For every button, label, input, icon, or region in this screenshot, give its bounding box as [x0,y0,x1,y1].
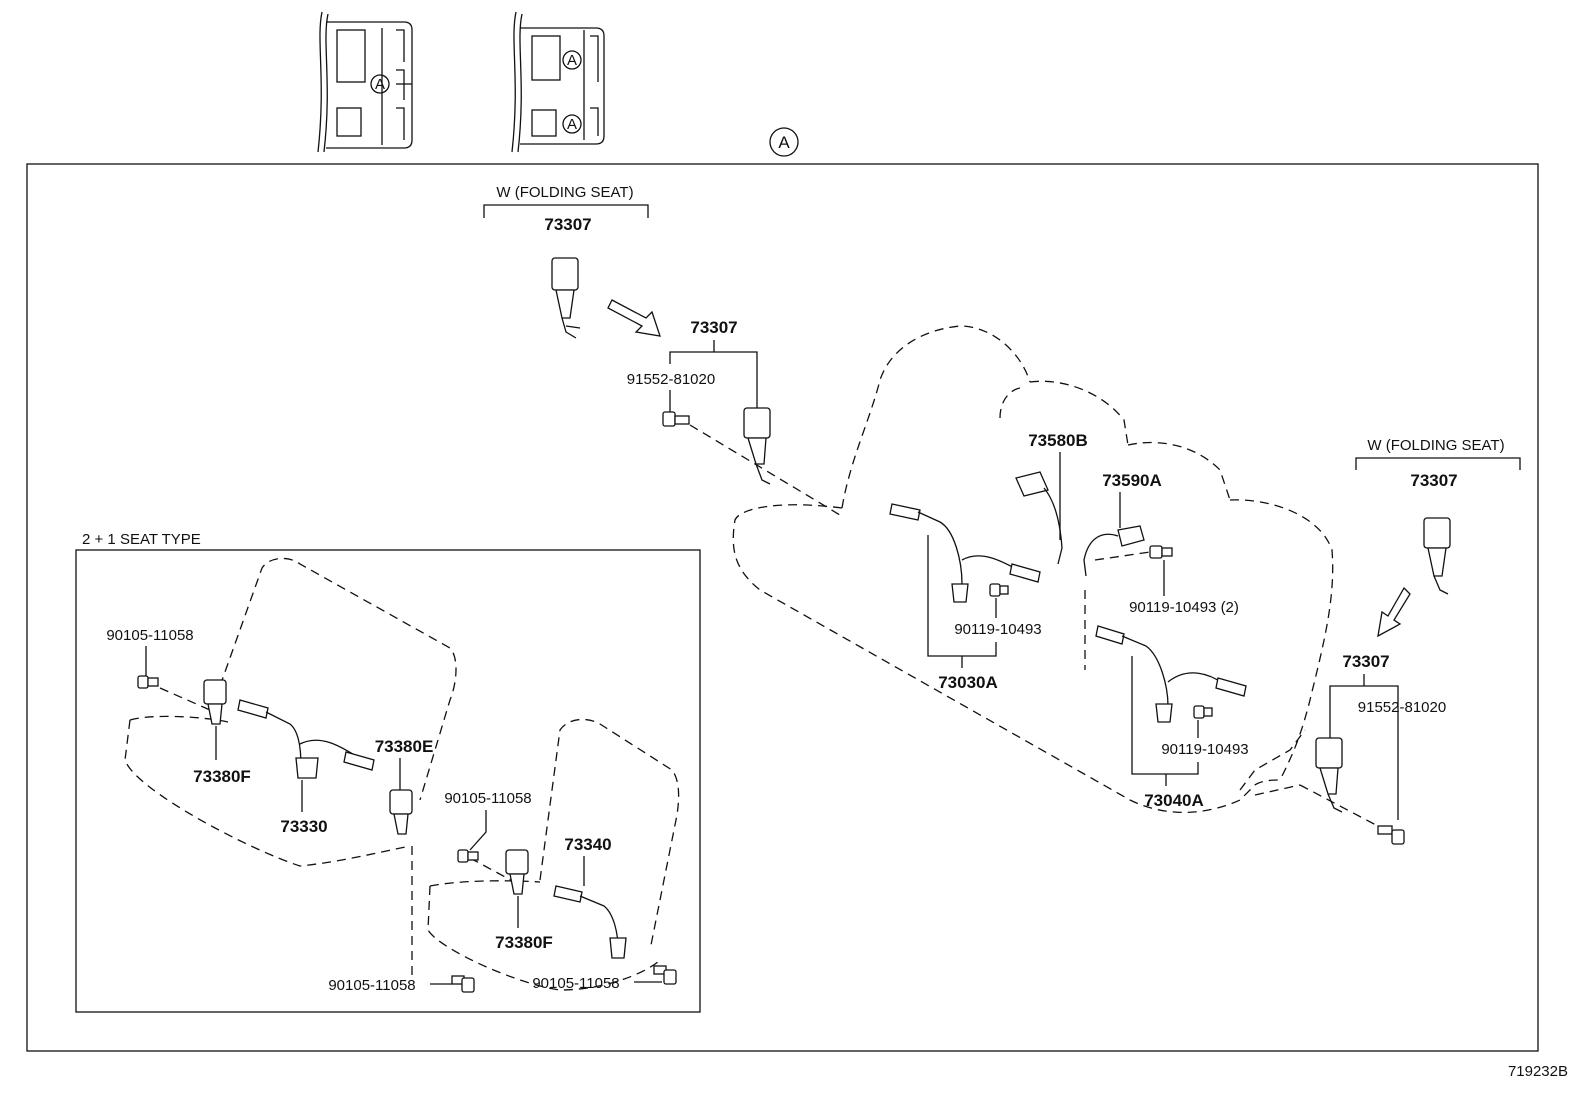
callout-73307-a: 73307 [544,215,591,234]
inset-buckle-73380e [389,789,413,835]
buckle-73307-b [743,407,771,485]
inset-seat-outline-right [427,718,680,991]
inset-leader-90105-b [469,810,487,851]
view-marker-circle [769,127,799,157]
inset-frame [75,549,701,1013]
bolt-90119-10493-2 [1149,545,1173,559]
direction-arrow-left [607,299,661,337]
inset-retractor-73330 [237,699,375,779]
inset-leader-bolt-1 [159,687,211,711]
inset-seat-outline-left [124,557,457,867]
callout-91552-81020-a: 91552-81020 [627,371,715,388]
callout-73307-c: 73307 [1410,471,1457,490]
inset-buckle-73380f-b [505,849,529,895]
buckle-73307-d [1315,737,1343,813]
callout-folding-seat-left: W (FOLDING SEAT) [496,184,633,201]
bolt-91552-81020-a [662,411,690,427]
seat-cushion-outline [732,504,1281,814]
inset-belt-73340 [553,885,627,959]
bracket-73030a [927,535,997,668]
inset-bolt-90105-a [137,675,159,689]
belt-73590a [1083,525,1145,577]
inset-callout-90105-d: 90105-11058 [532,975,619,992]
callout-73590a: 73590A [1102,471,1162,490]
buckle-73307-a [551,257,581,339]
leader-bolt-mid [1094,551,1151,561]
buckle-73580b [1015,471,1063,565]
callout-73307-d: 73307 [1342,652,1389,671]
callout-90119-10493-a: 90119-10493 [954,621,1041,638]
inset-bolt-90105-c [451,975,475,993]
callout-90119-10493-2: 90119-10493 (2) [1129,599,1239,616]
bolt-90119-10493-a [989,583,1009,597]
view-marker: A [778,133,790,152]
inset-cushion-top [129,715,229,723]
bolt-91552-81020-b [1377,825,1405,845]
inset-callout-73380f-a: 73380F [193,767,251,786]
inset-callout-90105-b: 90105-11058 [444,790,531,807]
inset-callout-73340: 73340 [564,835,611,854]
bracket-folding-seat-left [483,204,649,218]
thumb-marker-a-2: A [567,116,577,133]
bracket-73040a [1131,656,1199,786]
callout-73580b: 73580B [1028,431,1088,450]
callout-folding-seat-right: W (FOLDING SEAT) [1367,437,1504,454]
bracket-73307-d [1329,674,1399,820]
inset-callout-73330: 73330 [280,817,327,836]
bolt-90119-10493-b [1193,705,1213,719]
callout-73040a: 73040A [1144,791,1204,810]
inset-callout-90105-a: 90105-11058 [106,627,193,644]
diagram-id: 719232B [1508,1063,1568,1080]
bracket-folding-seat-right [1355,457,1521,470]
inset-buckle-73380f-a [203,679,227,725]
retractor-73030a [889,503,1041,603]
inset-title: 2 + 1 SEAT TYPE [82,531,201,548]
thumb-marker-a-1: A [567,52,577,69]
buckle-73307-c [1423,517,1451,595]
inset-callout-73380e: 73380E [375,737,434,756]
callout-91552-81020-b: 91552-81020 [1358,699,1446,716]
bracket-73307-b [669,340,758,410]
seat-outline-middle [999,387,1231,501]
bracket-outline [1239,729,1306,796]
locator-thumbnail-right: A A [511,11,605,153]
callout-73307-b: 73307 [690,318,737,337]
main-frame [26,163,1539,1052]
inset-bolt-90105-b [457,849,479,863]
direction-arrow-right [1377,586,1411,638]
inset-callout-90105-c: 90105-11058 [328,977,415,994]
inset-bolt-90105-d [653,965,677,985]
retractor-73040a [1095,625,1247,723]
callout-90119-10493-b: 90119-10493 [1161,741,1248,758]
callout-73030a: 73030A [938,673,998,692]
inset-callout-73380f-b: 73380F [495,933,553,952]
seat-outline-left [841,325,1129,509]
leader-buckle-right [1299,784,1396,836]
thumb-marker-a: A [375,76,385,93]
locator-thumbnail-left: A [317,11,413,153]
